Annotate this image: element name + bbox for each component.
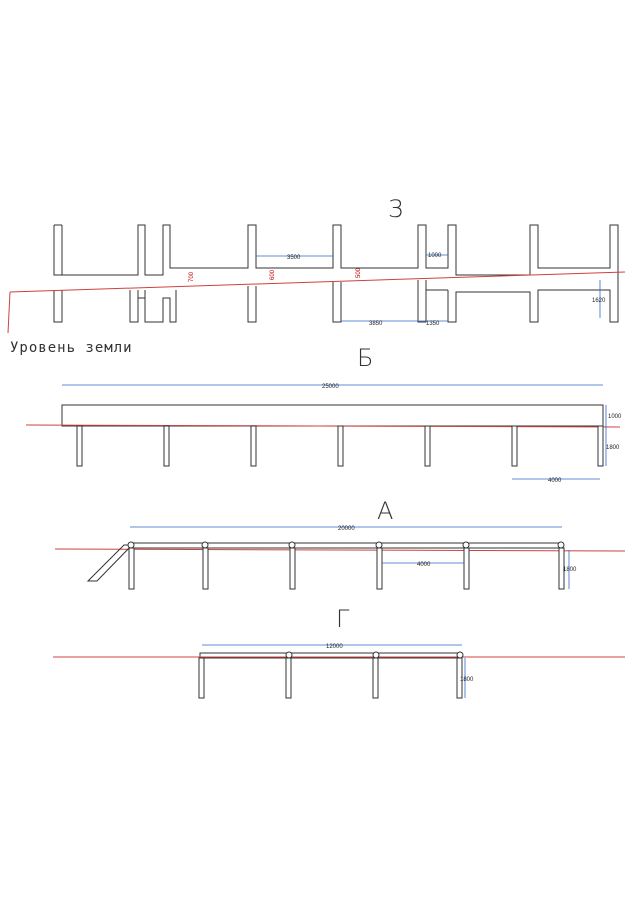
- view-b-posts: [76, 425, 604, 467]
- view-a-joint: [462, 541, 470, 549]
- view-g-joint: [456, 651, 464, 659]
- view-g-post: [285, 657, 292, 699]
- view-b-post: [163, 425, 170, 467]
- view-g-joints: [285, 651, 464, 659]
- view-a-title: А: [377, 497, 393, 525]
- view-a-post: [289, 547, 296, 590]
- view-b-ground-line: [25, 424, 621, 428]
- view-z-dim-1350: 1350: [426, 321, 440, 327]
- view-a-beam: [129, 542, 563, 549]
- view-a-ramp: [86, 544, 134, 582]
- view-b-title: Б: [357, 344, 373, 372]
- view-b-post: [76, 425, 83, 467]
- view-g-dim-12000: 12000: [326, 644, 343, 650]
- view-a-dim-4000: 4000: [417, 562, 431, 568]
- view-z: З 3500 1000 1620 3850 1350 700 600 500 У…: [7, 195, 626, 356]
- view-z-title: З: [388, 195, 403, 223]
- view-g-post: [198, 657, 205, 699]
- view-a: А 20000 4000 1800: [54, 497, 626, 590]
- view-a-joints: [127, 541, 565, 549]
- view-b-post: [250, 425, 257, 467]
- view-b-beam: [61, 404, 604, 427]
- view-b-dim-1000: 1000: [608, 414, 622, 420]
- view-z-ground-drop: [7, 291, 11, 334]
- view-g: Г 12000 1800: [53, 605, 625, 699]
- view-g-joint: [372, 651, 380, 659]
- view-b-post: [511, 425, 518, 467]
- view-b: Б 25000 1000 1800 4000: [25, 344, 622, 484]
- view-g-joint: [285, 651, 293, 659]
- view-b-dim-4000: 4000: [548, 478, 562, 484]
- ground-level-label: Уровень земли: [10, 340, 133, 356]
- view-a-joint: [201, 541, 209, 549]
- view-z-red-600: 600: [270, 269, 276, 280]
- view-a-joint: [557, 541, 565, 549]
- view-b-post: [597, 425, 604, 467]
- view-z-dim-1620: 1620: [592, 298, 606, 304]
- view-a-dim-1800: 1800: [563, 567, 577, 573]
- view-a-joint: [375, 541, 383, 549]
- view-z-lower-frame: [53, 280, 619, 323]
- view-a-post: [463, 547, 470, 590]
- view-z-ground-line: [9, 271, 626, 293]
- view-a-joint: [127, 541, 135, 549]
- view-a-post: [202, 547, 209, 590]
- view-z-upper-frame: [53, 224, 619, 280]
- view-g-dim-1800: 1800: [460, 677, 474, 683]
- view-a-joint: [288, 541, 296, 549]
- view-a-post: [128, 547, 135, 590]
- view-b-post: [337, 425, 344, 467]
- view-b-post: [424, 425, 431, 467]
- view-b-dim-25000: 25000: [322, 384, 339, 390]
- view-z-red-700: 700: [189, 271, 195, 282]
- view-b-dim-1800: 1800: [606, 445, 620, 451]
- view-g-posts: [198, 657, 463, 699]
- view-z-dim-3850: 3850: [369, 321, 383, 327]
- view-z-red-500: 500: [356, 267, 362, 278]
- view-g-title: Г: [336, 605, 350, 633]
- view-z-dim-1000: 1000: [428, 253, 442, 259]
- view-a-posts: [128, 547, 565, 590]
- view-a-ground-line: [54, 548, 626, 552]
- view-z-dim-3500: 3500: [287, 255, 301, 261]
- view-g-post: [372, 657, 379, 699]
- view-a-dim-20000: 20000: [338, 526, 355, 532]
- view-a-post: [376, 547, 383, 590]
